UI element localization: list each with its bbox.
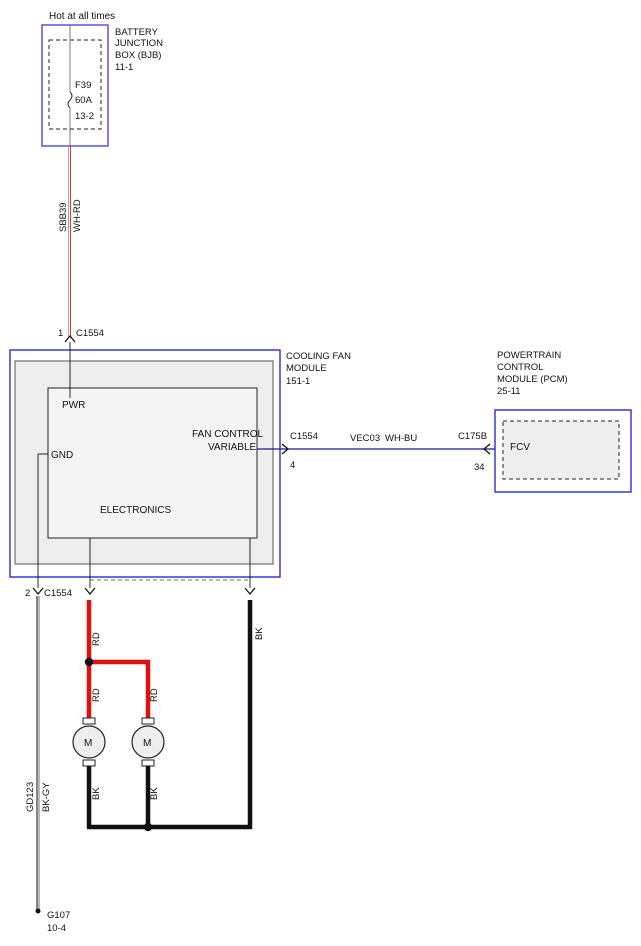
pcm-title-line-2: CONTROL (497, 362, 543, 373)
fuse-rating-label: 60A (75, 95, 93, 106)
signal-left-connector-name: C1554 (290, 431, 318, 442)
fuse-symbol (67, 91, 73, 109)
fcv-label: FCV (510, 442, 530, 453)
signal-right-pin-number: 34 (474, 462, 485, 473)
wire-sbb39 (68, 146, 71, 338)
ground-point-name: G107 (47, 910, 70, 921)
connector-c1554-pin1-name: C1554 (76, 328, 104, 339)
ground-wire-color-label: BK-GY (41, 782, 52, 812)
motor-output-connector-bk (244, 587, 256, 596)
ground-point-g107-symbol (35, 908, 41, 914)
powertrain-control-module (494, 409, 632, 493)
cooling-fan-module-title-line-2: MODULE (286, 363, 327, 374)
pwr-label: PWR (62, 400, 85, 411)
black-wire-splice (143, 822, 153, 832)
pcm-title-line-3: MODULE (PCM) (497, 374, 568, 385)
pcm-title-line-4: 25-11 (497, 386, 521, 397)
ground-point-ref: 10-4 (47, 923, 66, 934)
ground-wire-gd123 (36, 596, 40, 910)
fan-motor-1: M (72, 717, 106, 767)
fan-motor-2: M (131, 717, 165, 767)
connector-c175b-symbol (482, 443, 491, 455)
battery-junction-box: F39 60A 13-2 (41, 24, 109, 147)
connector-c1554-pin2-number: 2 (25, 588, 30, 599)
cooling-fan-module-title-line-1: COOLING FAN (286, 351, 351, 362)
bk-label-1: BK (91, 787, 102, 800)
rd-label-1: RD (91, 632, 102, 646)
wire-sbb39-circuit-label: SBB39 (58, 202, 69, 232)
fan-control-label-line-2: VARIABLE (208, 442, 256, 453)
electronics-label: ELECTRONICS (100, 505, 171, 516)
hot-at-all-times-label: Hot at all times (49, 11, 115, 22)
bk-label-3: BK (254, 627, 265, 640)
red-wire-splice (84, 657, 94, 667)
bjb-title-line-2: JUNCTION (115, 38, 163, 49)
bjb-title-line-1: BATTERY (115, 27, 159, 38)
fuse-ref-label: 13-2 (75, 111, 94, 122)
black-motor-wires (86, 600, 253, 830)
motor-1-symbol: M (84, 738, 92, 749)
bk-label-2: BK (149, 787, 160, 800)
connector-c1554-pin2-symbol (32, 587, 44, 596)
cooling-fan-module (9, 349, 281, 578)
bjb-title-line-3: BOX (BJB) (115, 50, 161, 61)
fan-control-label-line-1: FAN CONTROL (192, 429, 264, 440)
ground-wire-circuit-label: GD123 (25, 782, 36, 812)
motor-output-connector-rd (84, 587, 96, 596)
signal-circuit-label: VEC03 (350, 433, 380, 444)
wire-sbb39-color-label: WH-RD (72, 199, 83, 232)
connector-c1554-pin2-name: C1554 (44, 588, 72, 599)
signal-color-label: WH-BU (385, 433, 417, 444)
motor-2-symbol: M (143, 738, 151, 749)
fuse-id-label: F39 (75, 80, 91, 91)
bjb-title-line-4: 11-1 (115, 62, 133, 73)
connector-c1554-pin1-symbol (64, 334, 76, 343)
connector-c1554-pin1-number: 1 (58, 328, 63, 339)
connector-c1554-pin4-symbol (281, 443, 290, 455)
signal-left-pin-number: 4 (290, 460, 295, 471)
gnd-label: GND (51, 450, 73, 461)
cooling-fan-module-title-line-3: 151-1 (286, 376, 310, 387)
pcm-title-line-1: POWERTRAIN (497, 350, 561, 361)
rd-label-2: RD (91, 688, 102, 702)
rd-label-3: RD (149, 688, 160, 702)
signal-right-connector-name: C175B (458, 431, 487, 442)
